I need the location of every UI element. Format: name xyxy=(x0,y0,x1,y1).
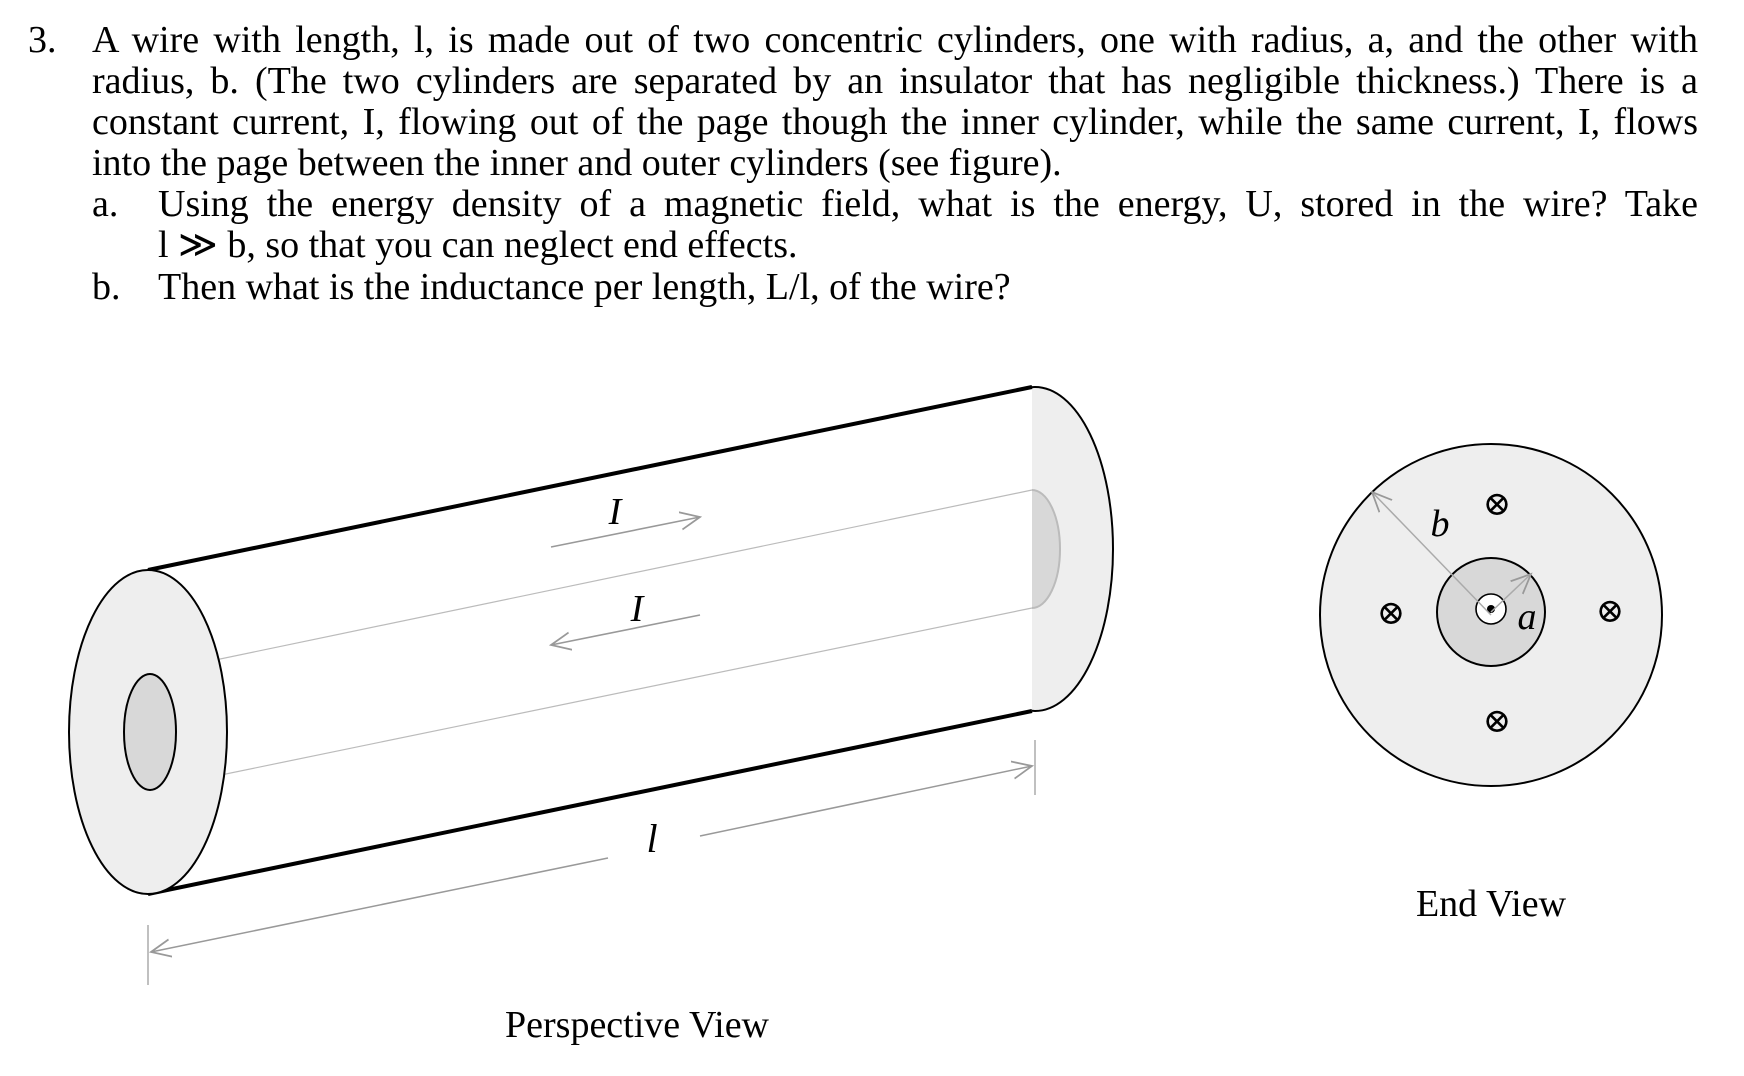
into-page-marker-left: ⊗ xyxy=(1377,595,1406,632)
current-label-bottom: I xyxy=(630,588,646,630)
current-arrow-inward xyxy=(551,614,701,645)
part-a-line-1: Using the energy density of a magnetic f… xyxy=(158,183,1698,225)
cylinder-body xyxy=(148,387,1032,894)
radius-b-arrow xyxy=(1372,492,1492,616)
part-b-label: b. xyxy=(92,266,121,308)
end-view: b a ⊗ ⊗ ⊗ ⊗ End View xyxy=(1319,443,1663,925)
near-end-inner-face xyxy=(123,673,177,791)
part-a-label: a. xyxy=(92,183,119,225)
length-arrow-right xyxy=(699,766,1032,837)
inner-guide-top xyxy=(147,489,1033,675)
inner-guide-bottom xyxy=(147,607,1033,791)
radius-a-label: a xyxy=(1518,596,1537,638)
body-top-edge xyxy=(147,385,1033,572)
radius-a-arrow xyxy=(1490,574,1531,613)
part-b-line-1: Then what is the inductance per length, … xyxy=(158,266,1011,308)
into-page-marker-right: ⊗ xyxy=(1596,593,1625,630)
part-a-line-2: l ≫ b, so that you can neglect end effec… xyxy=(158,224,798,266)
length-label: l xyxy=(646,816,657,861)
current-arrow-outward xyxy=(550,517,700,548)
stem-line-2: radius, b. (The two cylinders are separa… xyxy=(92,60,1698,102)
end-view-caption: End View xyxy=(1416,883,1567,925)
stem-line-1: A wire with length, l, is made out of tw… xyxy=(92,19,1698,61)
into-page-marker-top: ⊗ xyxy=(1483,486,1512,523)
perspective-view: I I l Perspective View xyxy=(68,385,1114,1046)
stem-line-4: into the page between the inner and oute… xyxy=(92,142,1062,184)
radius-b-label: b xyxy=(1431,503,1450,545)
into-page-marker-bottom: ⊗ xyxy=(1483,703,1512,740)
problem-number: 3. xyxy=(28,19,57,61)
length-arrow-left xyxy=(151,857,609,952)
current-label-top: I xyxy=(608,491,624,533)
stem-line-3: constant current, I, flowing out of the … xyxy=(92,101,1698,143)
perspective-view-caption: Perspective View xyxy=(505,1004,770,1046)
body-bottom-edge xyxy=(147,709,1033,896)
